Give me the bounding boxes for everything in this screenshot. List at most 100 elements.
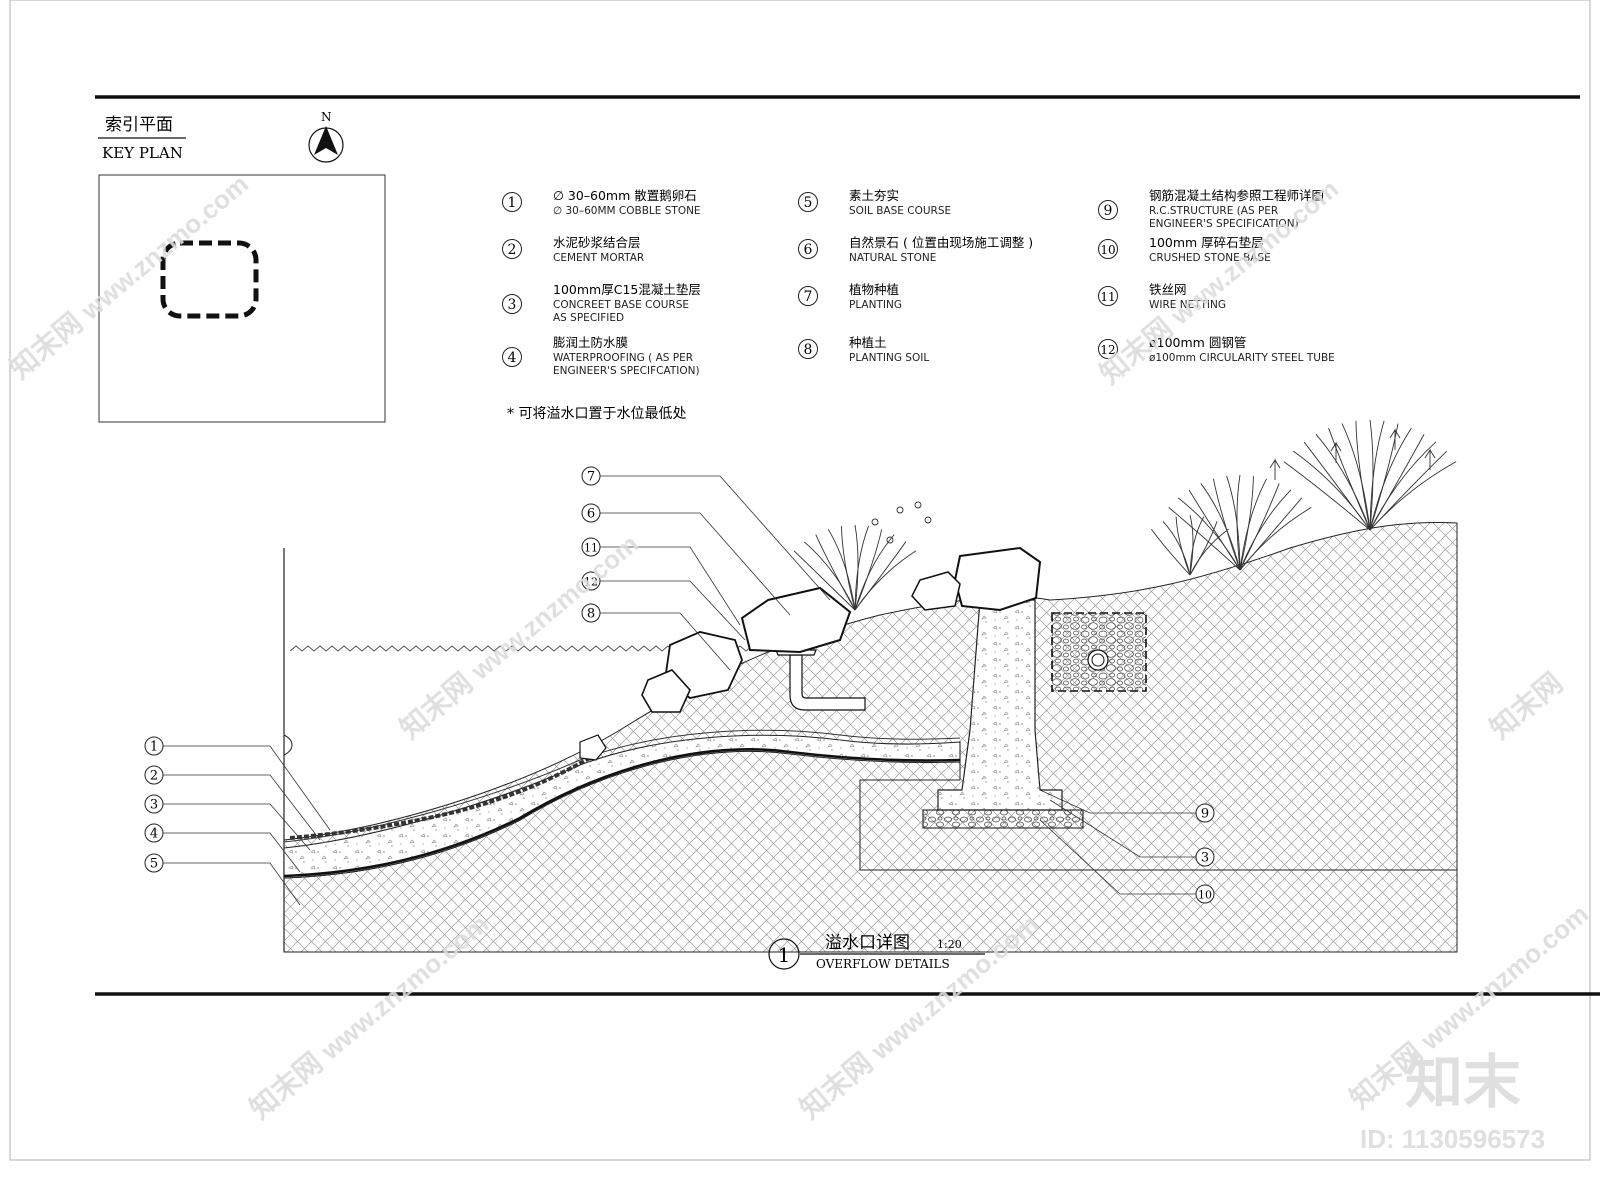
legend-label-en: NATURAL STONE	[849, 252, 936, 264]
watermark-id: ID: 1130596573	[1360, 1124, 1545, 1154]
legend-number-circle	[798, 239, 818, 259]
callout-number: 7	[587, 470, 595, 485]
legend-label-cn: ∅ 30–60mm 散置鹅卵石	[553, 188, 697, 203]
key-plan-title-cn: 索引平面	[105, 115, 173, 135]
legend-number-circle	[502, 192, 522, 212]
break-mark	[283, 734, 293, 756]
legend-label-en: ø100mm CIRCULARITY STEEL TUBE	[1149, 352, 1335, 364]
callout-number: 11	[584, 542, 598, 555]
natural-stone-3	[641, 669, 691, 713]
legend-number: 5	[804, 195, 813, 211]
legend-label-en: CEMENT MORTAR	[553, 252, 644, 264]
watermark-brand: 知末网	[393, 666, 478, 745]
callout: 7	[581, 466, 831, 601]
callout: 6	[581, 503, 791, 616]
planting	[793, 419, 1457, 611]
watermark-brand: 知末网	[3, 306, 88, 385]
callout: 9	[1039, 789, 1215, 823]
callout-number: 1	[150, 740, 158, 755]
legend-label-cn: 100mm厚C15混凝土垫层	[553, 282, 701, 297]
legend-number-circle	[1098, 286, 1118, 306]
callout-number: 8	[587, 607, 595, 622]
callout-number: 6	[587, 507, 595, 522]
callout: 11	[581, 537, 741, 626]
legend-number-circle	[502, 347, 522, 367]
legend-label-cn: ø100mm 圆钢管	[1149, 335, 1246, 350]
legend-label-cn: 铁丝网	[1149, 282, 1187, 297]
steel-tube-circle	[1087, 649, 1109, 671]
legend-number: 11	[1100, 290, 1115, 304]
overflow-pipe	[789, 654, 866, 711]
natural-stone-1	[740, 586, 852, 654]
callout-number: 5	[150, 857, 158, 872]
callout: 2	[144, 765, 321, 841]
legend-number: 10	[1100, 243, 1115, 257]
key-plan-title-en: KEY PLAN	[102, 144, 183, 162]
legend-number-circle	[1098, 200, 1118, 220]
legend-label-cn: 植物种植	[849, 282, 899, 297]
legend-number: 8	[804, 342, 813, 358]
legend-number: 3	[508, 297, 517, 313]
callout: 5	[144, 853, 301, 906]
legend-number-circle	[1098, 339, 1118, 359]
key-plan: 索引平面 KEY PLAN N	[98, 110, 386, 423]
callout: 4	[144, 823, 301, 873]
legend-number-circle	[798, 286, 818, 306]
watermark-brand: 知末网	[1483, 666, 1568, 745]
cement-mortar-layer	[283, 729, 961, 843]
legend-label-cn: 100mm 厚碎石垫层	[1149, 235, 1264, 250]
legend-item: 12 ø100mm 圆钢管 ø100mm CIRCULARITY STEEL TUB…	[1098, 335, 1335, 364]
watermark-brand: 知末网	[243, 1046, 328, 1125]
section-number-circle	[768, 938, 800, 970]
section-title-cn: 溢水口详图	[825, 933, 910, 953]
legend-number-circle	[1098, 239, 1118, 259]
key-plan-area-marker	[160, 240, 259, 319]
legend-label-en: AS SPECIFIED	[553, 312, 624, 324]
callout-number: 3	[1201, 851, 1209, 866]
callout-number: 2	[150, 769, 158, 784]
legend-label-cn: 膨润土防水膜	[553, 335, 628, 350]
legend-item: 8 种植土 PLANTING SOIL	[798, 335, 929, 364]
legend-item: 1∅ 30–60mm 散置鹅卵石∅ 30–60MM COBBLE STONE	[502, 188, 701, 217]
legend-label-en: ENGINEER'S SPECIFICATION)	[1149, 218, 1299, 230]
note-text: * 可将溢水口置于水位最低处	[507, 406, 686, 422]
legend-label-en: SOIL BASE COURSE	[849, 205, 951, 217]
watermark-logo: 知末	[1405, 1050, 1521, 1115]
legend-label-cn: 水泥砂浆结合层	[553, 235, 641, 250]
legend-label-cn: 素土夯实	[849, 188, 899, 203]
callout-number: 12	[584, 576, 598, 589]
crushed-stone-base	[922, 809, 1084, 829]
legend-number: 12	[1100, 343, 1115, 357]
legend-number-circle	[502, 294, 522, 314]
legend-label-en: PLANTING SOIL	[849, 352, 929, 364]
legend-number: 1	[508, 195, 517, 211]
legend-number-circle	[502, 239, 522, 259]
callout-number: 10	[1198, 889, 1212, 902]
section-title: 1 溢水口详图 1:20 OVERFLOW DETAILS	[768, 933, 985, 971]
legend-number: 9	[1104, 203, 1113, 219]
callout: 10	[1039, 819, 1215, 904]
legend-label-en: ENGINEER'S SPECIFCATION)	[553, 365, 700, 377]
watermark-brand: 知末网	[793, 1046, 878, 1125]
watermark-url: www.znzmo.com	[464, 528, 644, 686]
callout-number: 3	[150, 798, 158, 813]
natural-stone-5	[911, 571, 961, 611]
callout: 12	[581, 571, 746, 641]
callout-number: 4	[150, 827, 158, 842]
callout-number: 9	[1201, 807, 1209, 822]
waterproofing-membrane	[283, 748, 961, 878]
legend-label-en: WIRE NETTING	[1149, 299, 1226, 311]
legend-number: 4	[508, 350, 517, 366]
legend-label-cn: 钢筋混凝土结构参照工程师详图	[1149, 188, 1324, 203]
legend-label-cn: 种植土	[849, 335, 887, 350]
legend-label-en: WATERPROOFING ( AS PER	[553, 352, 693, 364]
natural-stone-4	[953, 546, 1042, 612]
natural-stone-6	[579, 734, 607, 761]
section-title-en: OVERFLOW DETAILS	[816, 957, 950, 971]
